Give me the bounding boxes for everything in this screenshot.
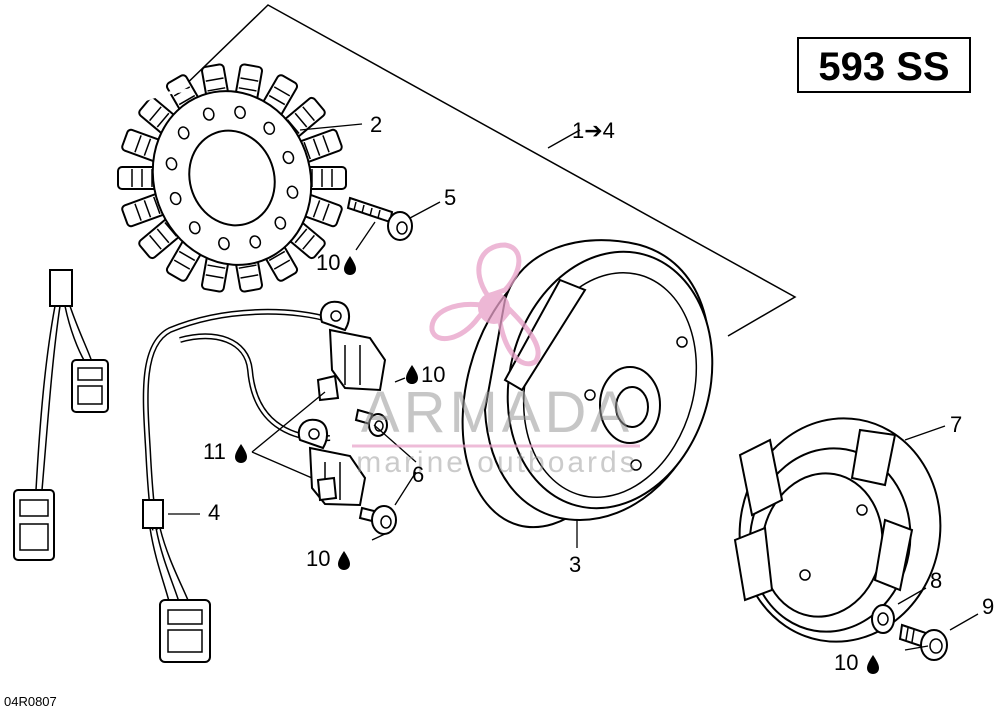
callout-3: 3 <box>569 552 581 577</box>
stator-connector-b <box>13 489 55 561</box>
callout-10-screw-5: 10 <box>316 250 356 275</box>
oil-drop-icon <box>235 444 247 463</box>
stator-bolt-hole <box>249 235 262 249</box>
callout-9: 9 <box>982 594 994 619</box>
callout-5: 5 <box>444 185 456 210</box>
svg-text:10: 10 <box>306 546 330 571</box>
callout-2: 2 <box>370 112 382 137</box>
watermark-propeller-logo <box>429 242 541 367</box>
oil-drop-icon <box>338 551 350 570</box>
trigger-coil-harness <box>142 308 331 663</box>
svg-text:10: 10 <box>316 250 340 275</box>
oil-drop-icon <box>867 655 879 674</box>
stator-bolt-hole <box>165 157 178 171</box>
trigger-connector <box>159 599 211 663</box>
stator-bolt-hole <box>202 107 215 121</box>
oil-drop-icon <box>406 365 418 384</box>
screw-5 <box>346 196 413 241</box>
diagram-id: 04R0807 <box>4 694 57 709</box>
callout-10-screw-9: 10 <box>834 650 879 675</box>
stator-bolt-hole <box>218 236 230 251</box>
stator-bolt-hole <box>263 121 276 135</box>
stator-holes <box>165 105 299 251</box>
screw-6-upper <box>354 408 388 437</box>
stator-bolt-hole <box>234 105 246 120</box>
leader-lines <box>168 123 979 651</box>
callout-labels: 1➔4 2 3 4 5 6 7 8 9 10 10 10 10 11 <box>203 112 994 675</box>
stator-tooth <box>117 166 163 190</box>
svg-text:10: 10 <box>421 362 445 387</box>
callout-4: 4 <box>208 500 220 525</box>
callout-8: 8 <box>930 568 942 593</box>
callout-10-screw-6-lower: 10 <box>306 546 350 571</box>
watermark: ARMADA marine outboards <box>352 242 640 479</box>
stator-bolt-hole <box>282 150 295 165</box>
svg-text:10: 10 <box>834 650 858 675</box>
screw-9 <box>898 623 948 661</box>
assembly-bracket <box>174 4 797 337</box>
trigger-coil-lower <box>297 418 367 507</box>
callout-6: 6 <box>412 462 424 487</box>
screw-6-lower <box>358 505 397 535</box>
callout-7: 7 <box>950 412 962 437</box>
callout-1-4: 1➔4 <box>572 118 615 143</box>
stator-harness <box>13 88 191 561</box>
stator-bolt-hole <box>169 191 182 206</box>
stator <box>117 63 347 293</box>
callout-11: 11 <box>203 439 247 464</box>
model-label: 593 SS <box>797 37 971 93</box>
watermark-subtitle: marine outboards <box>356 446 637 479</box>
watermark-title: ARMADA <box>361 380 633 445</box>
oil-drop-icon <box>344 256 356 275</box>
stator-connector-a <box>71 359 109 413</box>
stator-bolt-hole <box>177 126 190 140</box>
model-label-text: 593 SS <box>818 45 949 89</box>
callout-10-screw-6: 10 <box>406 362 445 387</box>
svg-text:11: 11 <box>203 439 226 464</box>
trigger-ring <box>733 417 942 643</box>
stator-bolt-hole <box>286 185 299 199</box>
washer-8 <box>871 604 895 634</box>
stator-bolt-hole <box>188 221 201 235</box>
stator-bolt-hole <box>274 216 287 230</box>
flywheel <box>461 239 714 529</box>
trigger-coil-upper <box>316 300 387 402</box>
